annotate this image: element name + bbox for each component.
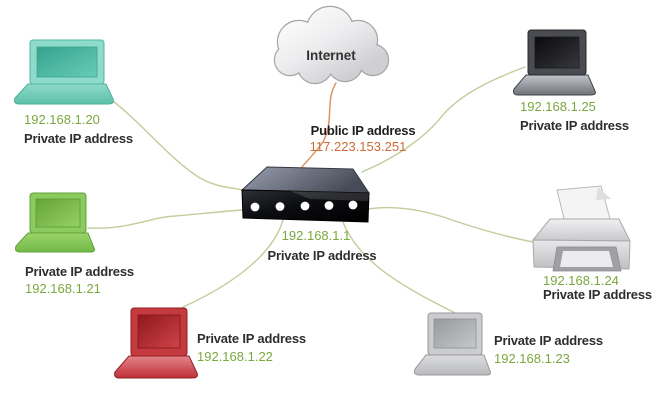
laptop-gray-screen	[433, 318, 477, 349]
laptop-dark-icon	[513, 29, 596, 96]
laptop-green-base	[15, 232, 95, 253]
printer-ip-label: Private IP address	[543, 287, 652, 302]
green-laptop-ip-value: 192.168.1.21	[25, 281, 101, 296]
laptop-teal-base	[14, 83, 114, 105]
internet-cloud: Internet	[273, 5, 390, 85]
laptop-green-icon	[15, 192, 95, 253]
router-ports	[250, 200, 358, 212]
printer-icon	[531, 185, 631, 272]
laptop-gray-base	[414, 354, 491, 376]
labels: Public IP address 117.223.153.251 192.16…	[24, 99, 652, 366]
teal-laptop-ip-value: 192.168.1.20	[24, 112, 100, 127]
internet-label: Internet	[306, 48, 356, 63]
link-printer-router	[367, 206, 534, 243]
link-dark-laptop-router	[361, 66, 526, 173]
red-laptop-ip-value: 192.168.1.22	[197, 349, 273, 364]
link-gray-laptop-router	[342, 221, 456, 314]
printer-output-paper	[560, 251, 613, 267]
laptop-red-base	[114, 355, 198, 379]
laptop-red-icon	[114, 307, 198, 379]
router-front-sheen	[290, 191, 369, 201]
gray-laptop-ip-value: 192.168.1.23	[494, 351, 570, 366]
dark-laptop-ip-label: Private IP address	[520, 118, 629, 133]
laptop-teal-icon	[14, 39, 114, 105]
printer-ip-value: 192.168.1.24	[543, 273, 619, 288]
red-laptop-ip-label: Private IP address	[197, 331, 306, 346]
printer-paper-fold	[596, 187, 611, 200]
teal-laptop-ip-label: Private IP address	[24, 131, 133, 146]
router-ip-label: Private IP address	[268, 248, 377, 263]
router-icon	[240, 166, 370, 223]
laptop-green-screen	[35, 198, 81, 228]
cloud-fill	[275, 7, 388, 83]
laptop-dark-screen	[534, 36, 580, 69]
laptop-teal-screen	[36, 46, 98, 78]
link-cloud-router	[301, 82, 337, 168]
gray-laptop-ip-label: Private IP address	[494, 333, 603, 348]
router-ip-value: 192.168.1.1	[282, 228, 351, 243]
green-laptop-ip-label: Private IP address	[25, 264, 134, 279]
dark-laptop-ip-value: 192.168.1.25	[520, 99, 596, 114]
public-ip-value: 117.223.153.251	[310, 139, 407, 154]
public-ip-label: Public IP address	[311, 123, 416, 138]
router-top-face	[240, 166, 370, 194]
link-red-laptop-router	[182, 219, 284, 308]
link-teal-laptop-router	[104, 94, 243, 191]
laptop-red-screen	[137, 314, 181, 349]
lan-connections	[87, 66, 534, 314]
link-green-laptop-router	[87, 209, 244, 229]
laptop-dark-base	[513, 74, 596, 96]
printer-top-face	[531, 218, 631, 242]
laptop-gray-icon	[414, 312, 491, 376]
